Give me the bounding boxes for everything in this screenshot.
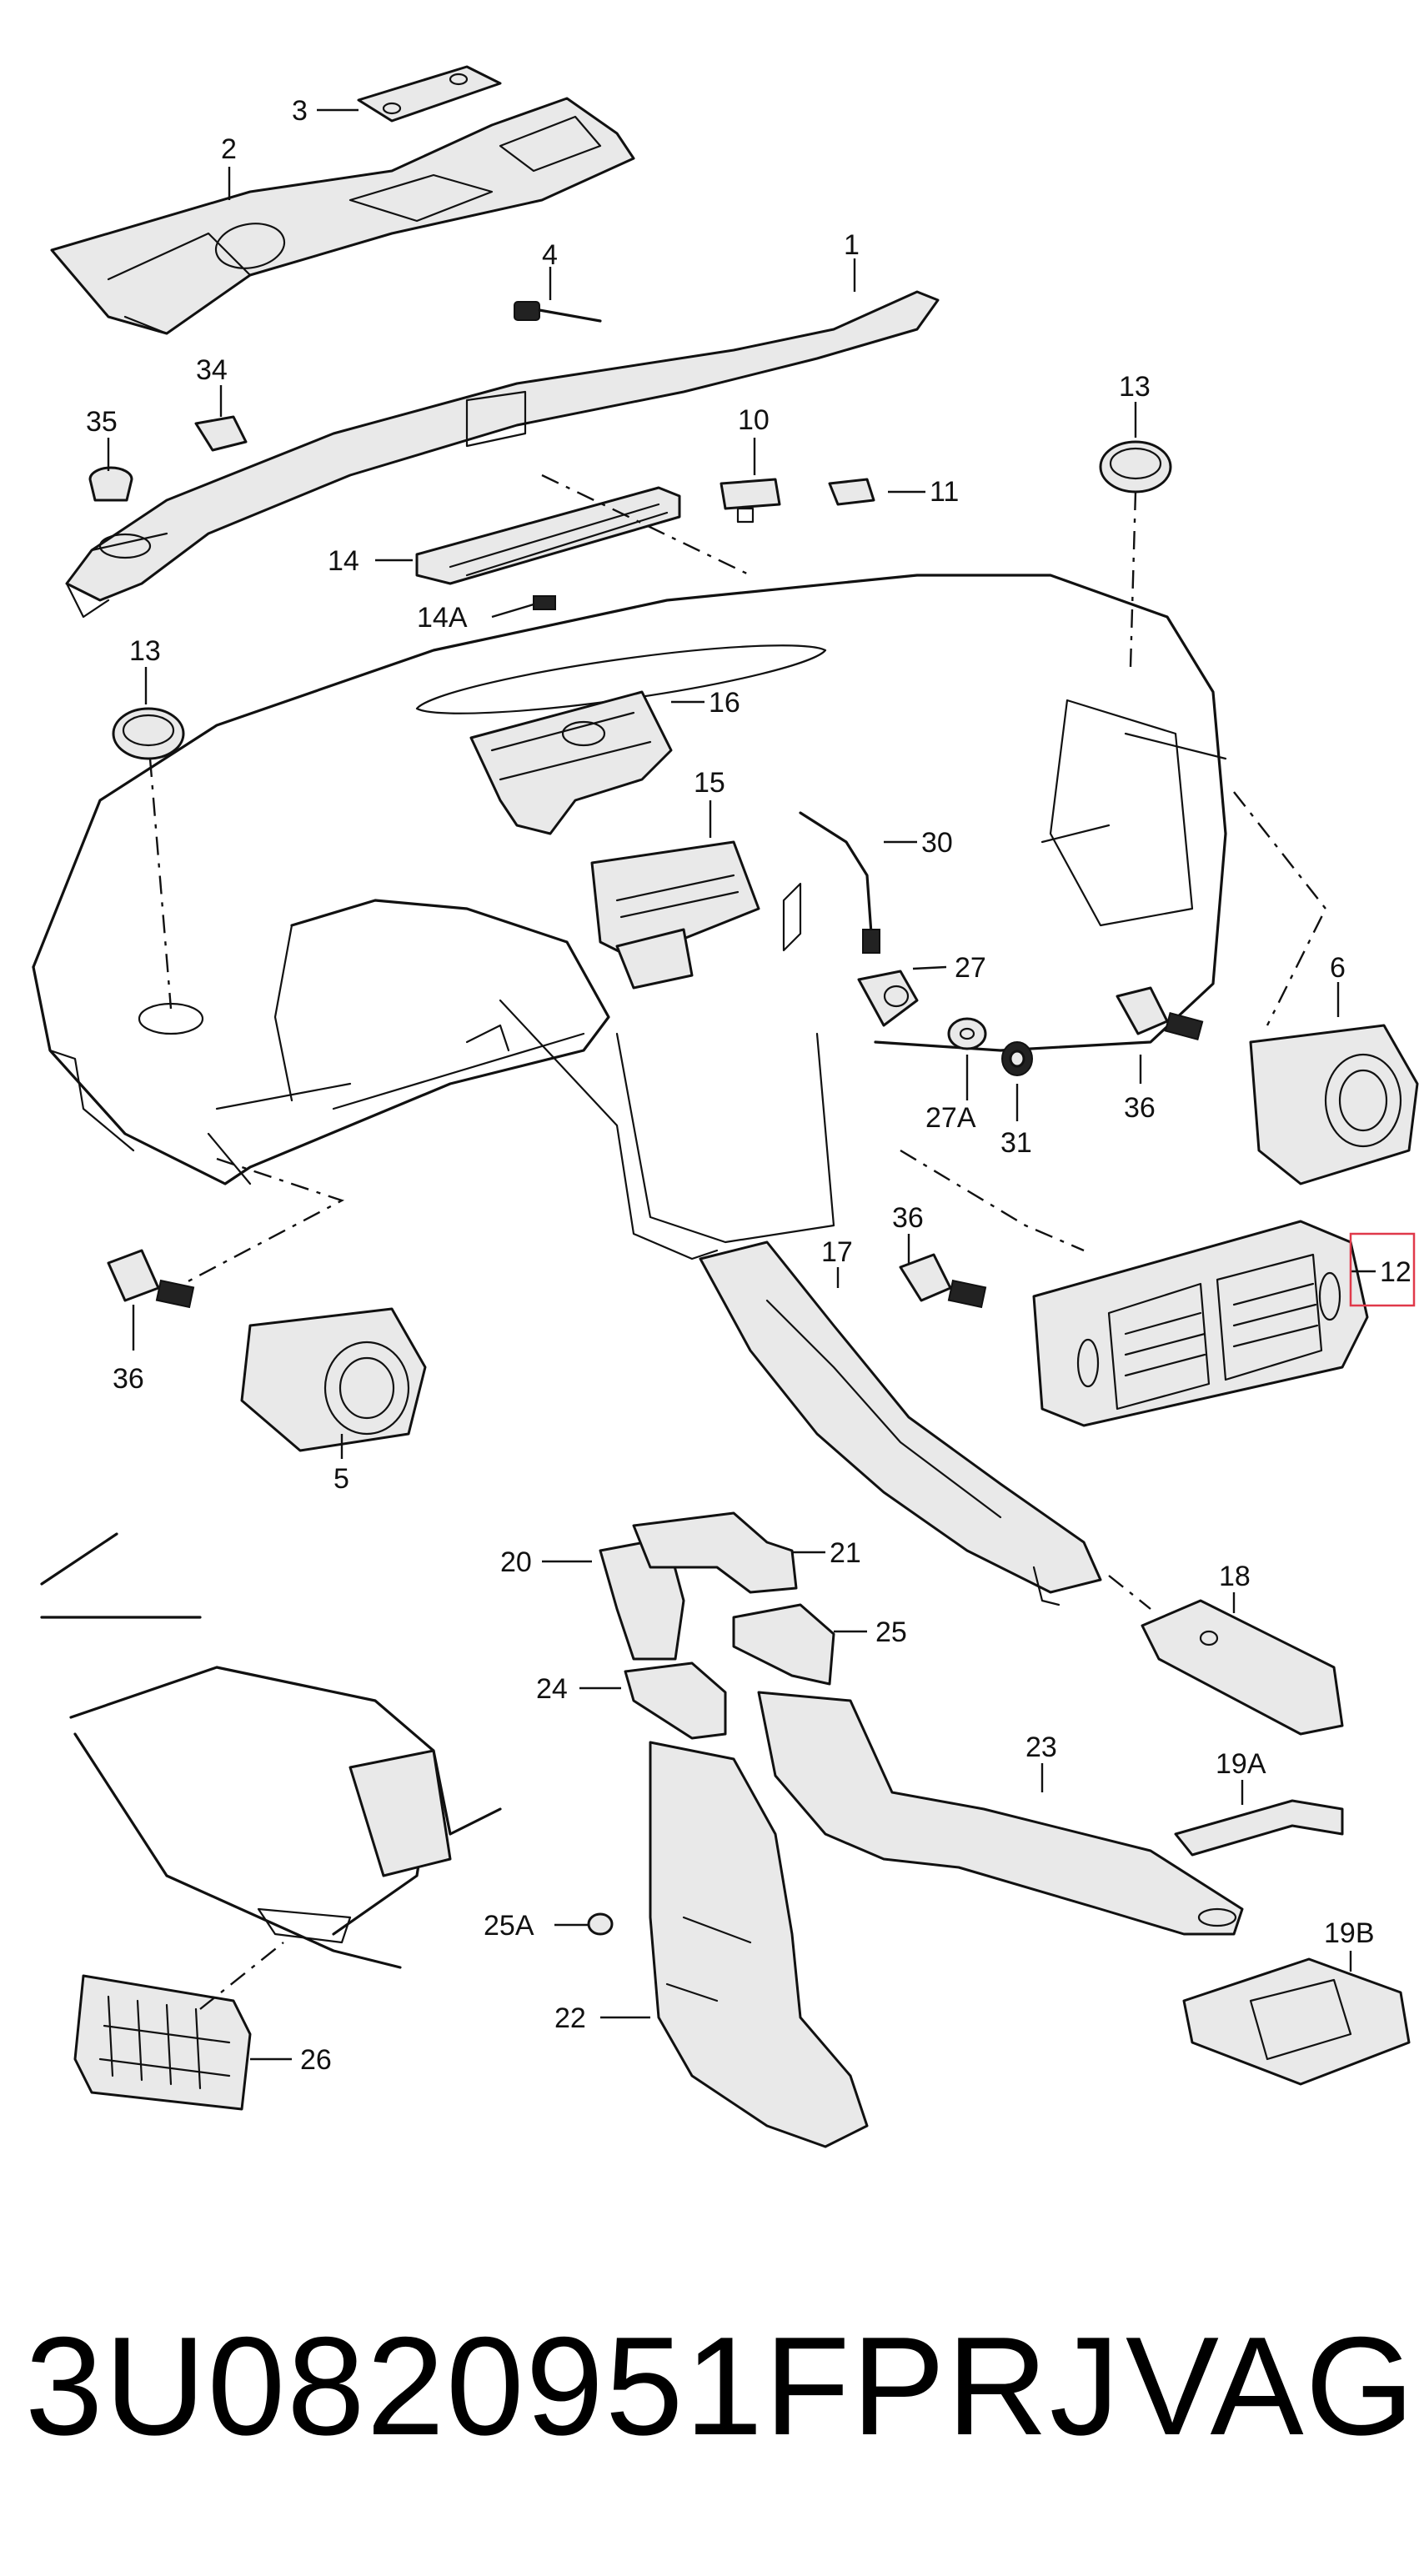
callout-10: 10 <box>738 404 770 436</box>
clip-34 <box>194 415 248 452</box>
panel-19b <box>1182 1957 1411 2086</box>
callout-27a: 27A <box>925 1102 976 1134</box>
callout-16: 16 <box>709 687 740 719</box>
duct-24 <box>624 1661 727 1740</box>
side-vent-6 <box>1233 791 1419 1185</box>
callout-24: 24 <box>536 1673 568 1705</box>
callout-36-right: 36 <box>1124 1092 1156 1124</box>
callout-12: 12 <box>1380 1256 1411 1288</box>
screw-4 <box>514 301 602 323</box>
callout-23: 23 <box>1025 1732 1057 1763</box>
cap-35 <box>88 466 133 502</box>
callout-14a: 14A <box>417 602 468 634</box>
vent-flap-15 <box>590 840 760 990</box>
duct-21 <box>632 1511 798 1594</box>
callout-34: 34 <box>196 354 228 386</box>
center-vent-12 <box>900 1149 1369 1427</box>
duct-25 <box>732 1603 835 1686</box>
callout-19b: 19B <box>1324 1917 1375 1949</box>
center-vent-16 <box>469 690 673 835</box>
duct-23 <box>757 1691 1244 1936</box>
rear-console <box>40 1532 502 1969</box>
callout-4: 4 <box>542 239 558 271</box>
callout-6: 6 <box>1330 952 1346 984</box>
callout-17: 17 <box>821 1236 853 1268</box>
center-vent-14 <box>415 474 751 610</box>
callout-5: 5 <box>333 1463 349 1495</box>
callout-11: 11 <box>930 476 959 508</box>
cover-plate <box>357 65 502 123</box>
nut-31 <box>1001 1041 1033 1076</box>
bracket-19a <box>1174 1799 1344 1857</box>
part-number: 3U0820951FPRJ <box>25 2308 1121 2464</box>
brand-label: VAG <box>1126 2308 1416 2464</box>
callout-31: 31 <box>1000 1127 1032 1159</box>
washer-27a <box>947 1017 987 1050</box>
air-duct-17 <box>699 1240 1102 1606</box>
washer-25a <box>587 1912 614 1936</box>
callout-13-right: 13 <box>1119 371 1151 403</box>
callout-14: 14 <box>328 545 359 577</box>
upper-cover-trim <box>50 97 635 335</box>
callout-22: 22 <box>554 2002 586 2034</box>
callout-19a: 19A <box>1216 1748 1266 1780</box>
highlight-box <box>1349 1232 1416 1307</box>
sensor-36-center <box>899 1253 987 1309</box>
speaker-grille-13-left <box>112 707 185 1010</box>
callout-36-center: 36 <box>892 1202 924 1234</box>
switch-10 <box>720 478 781 524</box>
speaker-grille-13-right <box>1099 440 1172 668</box>
callout-20: 20 <box>500 1546 532 1578</box>
switch-11 <box>828 478 875 506</box>
callout-2: 2 <box>221 133 237 165</box>
callout-27: 27 <box>955 952 986 984</box>
sensor-36-right <box>1116 986 1204 1041</box>
grille-26 <box>73 1942 284 2111</box>
dash-top-panel <box>65 290 940 619</box>
callout-1: 1 <box>844 229 860 261</box>
callout-18: 18 <box>1219 1561 1251 1592</box>
callout-15: 15 <box>694 767 725 799</box>
callout-21: 21 <box>830 1537 861 1569</box>
callout-13-left: 13 <box>129 635 161 667</box>
air-duct-18 <box>1108 1575 1344 1736</box>
callout-36-left: 36 <box>113 1363 144 1395</box>
callout-25a: 25A <box>484 1910 534 1942</box>
knob-27 <box>857 970 919 1027</box>
callout-labels: 1 2 3 4 5 6 10 11 12 13 13 14 14A 15 16 … <box>86 95 1411 2076</box>
leader-lines <box>107 108 1376 2061</box>
callout-30: 30 <box>921 827 953 859</box>
dashboard-body <box>32 574 1227 1260</box>
callout-25: 25 <box>875 1616 907 1648</box>
callout-26: 26 <box>300 2044 332 2076</box>
callout-35: 35 <box>86 406 118 438</box>
sensor-36-left <box>107 1249 195 1309</box>
side-vent-5 <box>183 1157 427 1452</box>
callout-3: 3 <box>292 95 308 127</box>
cable-30 <box>799 811 880 954</box>
duct-22 <box>649 1741 869 2148</box>
